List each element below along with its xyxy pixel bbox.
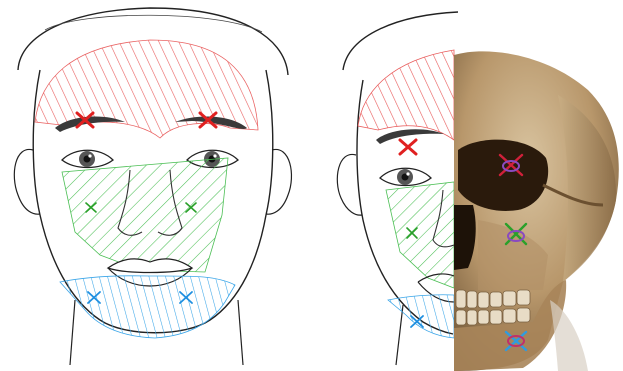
forehead-zone: [358, 50, 454, 140]
left-eye: [62, 150, 113, 167]
chin-zone: [60, 276, 235, 338]
right-ear: [266, 149, 291, 214]
left-ear: [14, 149, 40, 214]
left-eye: [380, 168, 431, 185]
face-diagram-front: [0, 0, 310, 371]
forehead-x-marker: [400, 140, 416, 154]
skull-illustration: [454, 51, 619, 371]
left-eyebrow: [376, 129, 444, 144]
chin-zone: [388, 295, 454, 338]
eye-socket: [458, 140, 548, 211]
face-skull-overlay: [318, 0, 623, 371]
midface-zone: [62, 158, 228, 272]
midface-zone: [386, 182, 454, 288]
